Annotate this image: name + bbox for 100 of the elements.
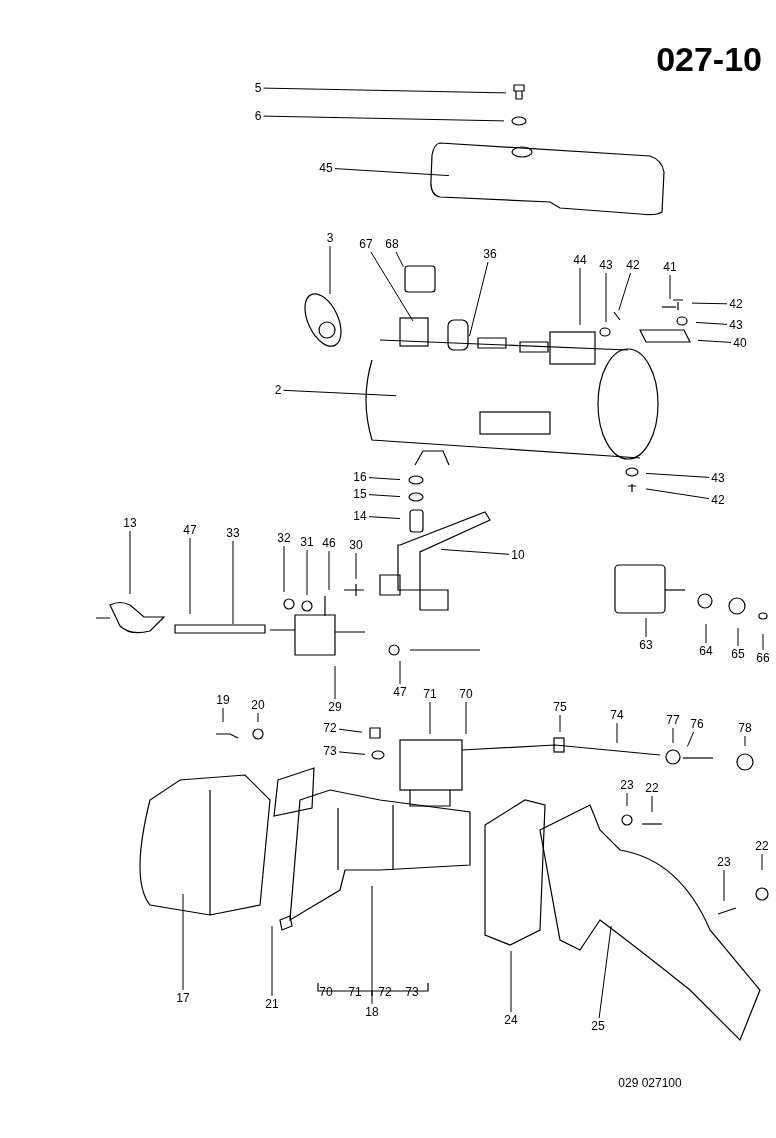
leader-line bbox=[257, 712, 259, 723]
callout-number: 42 bbox=[729, 297, 743, 311]
leader-line bbox=[737, 627, 739, 647]
callout-number: 45 bbox=[319, 161, 333, 175]
leader-line bbox=[182, 893, 184, 991]
leader-line bbox=[399, 660, 401, 685]
leader-line bbox=[271, 925, 273, 997]
leader-line bbox=[440, 548, 510, 555]
callout-number: 2 bbox=[274, 383, 282, 397]
callout-number: 67 bbox=[359, 237, 373, 251]
callout-number: 73 bbox=[405, 985, 419, 999]
callout-number: 41 bbox=[663, 260, 677, 274]
callout-number: 73 bbox=[323, 744, 337, 758]
leader-line bbox=[368, 477, 401, 481]
drawing-number: 029 027100 bbox=[618, 1076, 682, 1090]
leader-line bbox=[338, 751, 366, 755]
callout-number: 77 bbox=[666, 713, 680, 727]
callout-number: 42 bbox=[711, 493, 725, 507]
callout-number: 32 bbox=[277, 531, 291, 545]
callout-number: 14 bbox=[353, 509, 367, 523]
leader-line bbox=[370, 251, 414, 322]
callout-number: 75 bbox=[553, 700, 567, 714]
leader-line bbox=[697, 339, 732, 343]
callout-number: 43 bbox=[729, 318, 743, 332]
leader-line bbox=[744, 735, 746, 747]
leader-line bbox=[232, 540, 234, 625]
callout-number: 66 bbox=[756, 651, 770, 665]
leader-line bbox=[338, 728, 363, 733]
leader-line bbox=[328, 550, 330, 591]
leader-line bbox=[329, 245, 331, 295]
leader-line bbox=[465, 701, 467, 735]
leader-line bbox=[723, 869, 725, 902]
callout-number: 23 bbox=[620, 778, 634, 792]
callout-number: 64 bbox=[699, 644, 713, 658]
callout-number: 47 bbox=[183, 523, 197, 537]
leader-line bbox=[669, 274, 671, 300]
callout-number: 5 bbox=[254, 81, 262, 95]
leader-line bbox=[510, 950, 512, 1013]
leader-line bbox=[129, 530, 131, 595]
callout-number: 30 bbox=[349, 538, 363, 552]
leader-line bbox=[222, 707, 224, 723]
leader-line bbox=[395, 251, 404, 268]
callout-number: 13 bbox=[123, 516, 137, 530]
leader-line bbox=[645, 617, 647, 638]
leader-line bbox=[469, 261, 489, 337]
leader-line bbox=[695, 321, 728, 325]
callout-number: 15 bbox=[353, 487, 367, 501]
leader-line bbox=[686, 731, 695, 747]
leader-line bbox=[705, 623, 707, 644]
callout-number: 22 bbox=[755, 839, 769, 853]
leader-line bbox=[605, 272, 607, 323]
callout-number: 44 bbox=[573, 253, 587, 267]
callout-number: 40 bbox=[733, 336, 747, 350]
callout-number: 72 bbox=[378, 985, 392, 999]
leader-line bbox=[579, 267, 581, 326]
callout-number: 71 bbox=[348, 985, 362, 999]
leader-line bbox=[263, 87, 507, 94]
leader-line bbox=[368, 516, 401, 520]
callout-number: 78 bbox=[738, 721, 752, 735]
callout-number: 19 bbox=[216, 693, 230, 707]
leader-line bbox=[355, 552, 357, 580]
leader-line bbox=[762, 633, 764, 651]
callout-number: 6 bbox=[254, 109, 262, 123]
leader-line bbox=[761, 853, 763, 871]
callout-number: 16 bbox=[353, 470, 367, 484]
leader-line bbox=[283, 389, 397, 397]
leader-line bbox=[691, 302, 728, 305]
callout-number: 74 bbox=[610, 708, 624, 722]
callout-number: 25 bbox=[591, 1019, 605, 1033]
callout-number: 21 bbox=[265, 997, 279, 1011]
callout-number: 70 bbox=[319, 985, 333, 999]
callout-number: 22 bbox=[645, 781, 659, 795]
leader-line bbox=[559, 714, 561, 733]
leader-line bbox=[672, 727, 674, 744]
callout-number: 72 bbox=[323, 721, 337, 735]
callout-number: 47 bbox=[393, 685, 407, 699]
leader-line bbox=[371, 885, 373, 1005]
callout-number: 65 bbox=[731, 647, 745, 661]
leader-line bbox=[626, 792, 628, 807]
leader-line bbox=[598, 925, 612, 1019]
page-title: 027-10 bbox=[656, 40, 762, 79]
callout-number: 31 bbox=[300, 535, 314, 549]
callout-number: 3 bbox=[326, 231, 334, 245]
callout-number: 33 bbox=[226, 526, 240, 540]
leader-line bbox=[645, 488, 710, 500]
callout-number: 46 bbox=[322, 536, 336, 550]
callout-number: 23 bbox=[717, 855, 731, 869]
leader-line bbox=[651, 795, 653, 813]
callout-number: 24 bbox=[504, 1013, 518, 1027]
leader-line bbox=[263, 115, 505, 122]
leader-line bbox=[306, 549, 308, 596]
callout-number: 71 bbox=[423, 687, 437, 701]
callout-number: 10 bbox=[511, 548, 525, 562]
callout-number: 70 bbox=[459, 687, 473, 701]
callout-number: 42 bbox=[626, 258, 640, 272]
leader-line bbox=[334, 168, 450, 177]
leader-line bbox=[645, 472, 710, 478]
callout-number: 68 bbox=[385, 237, 399, 251]
callout-number: 76 bbox=[690, 717, 704, 731]
leader-line bbox=[189, 537, 191, 615]
